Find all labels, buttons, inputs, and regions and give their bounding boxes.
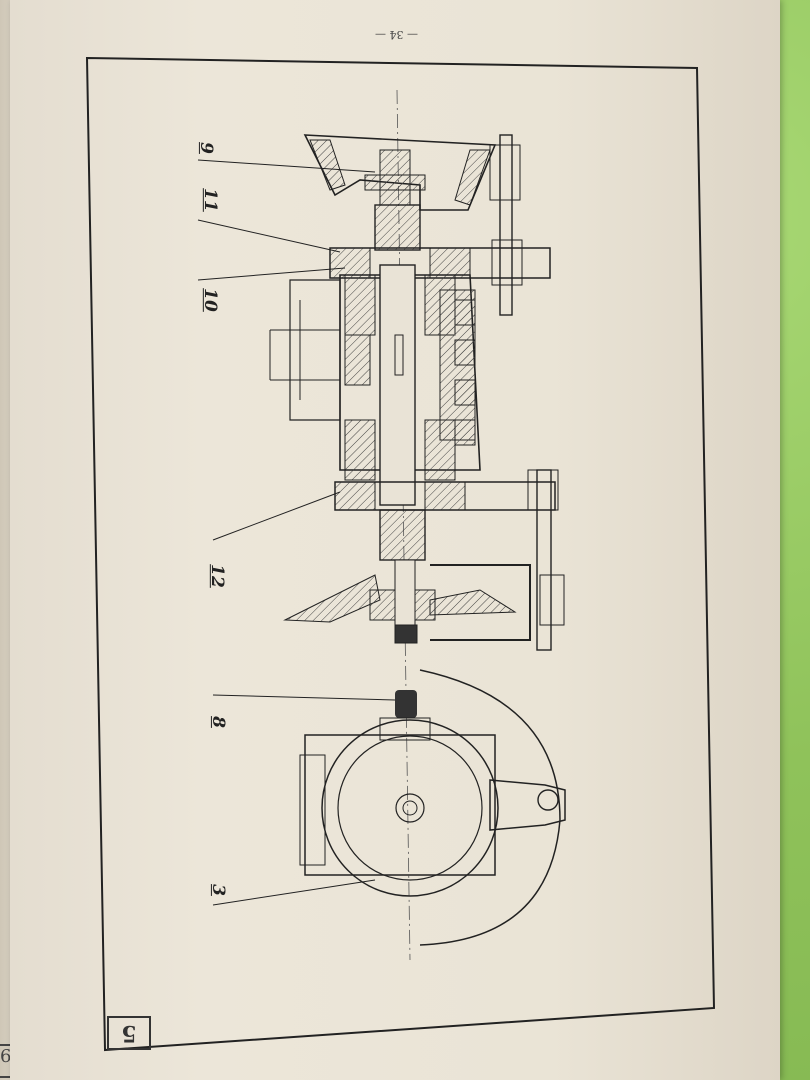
top-bolt (489, 134, 523, 316)
lower-bolt (527, 469, 565, 651)
sheet-number: 5 (107, 1016, 151, 1050)
guard-arc (419, 669, 561, 946)
callout-12: 12 (206, 564, 227, 588)
lower-dish (283, 559, 517, 644)
bracket (430, 564, 531, 641)
callout-9: 9 (195, 142, 216, 154)
callout-8: 8 (207, 716, 228, 728)
lower-coupling (379, 509, 426, 561)
page-number: — 34 — (375, 28, 418, 41)
callout-11: 11 (199, 188, 220, 212)
upper-coupling (374, 204, 421, 251)
housing-ribs (454, 299, 476, 446)
leader-lines (197, 159, 396, 906)
main-housing (339, 264, 481, 506)
callout-3: 3 (207, 884, 228, 896)
machine-body (269, 279, 341, 421)
top-cup (303, 134, 497, 211)
drawing-frame (85, 56, 716, 1052)
knob-8 (395, 690, 417, 718)
lever (489, 779, 566, 831)
callout-10: 10 (199, 288, 220, 312)
bottom-housing (299, 717, 499, 897)
